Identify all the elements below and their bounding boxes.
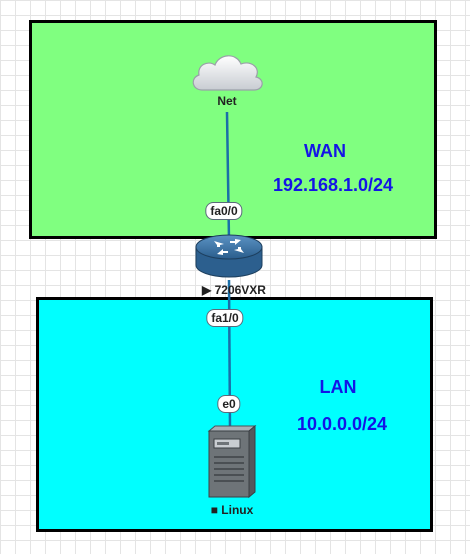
cloud-label: Net: [217, 94, 237, 108]
router-label: ▶ 7206VXR: [202, 283, 266, 297]
host-label: ■ Linux: [210, 503, 254, 517]
router-icon[interactable]: [194, 233, 264, 286]
iface-e0[interactable]: e0: [217, 395, 241, 413]
wan-zone-subnet: 192.168.1.0/24: [272, 175, 394, 195]
lan-zone-subnet: 10.0.0.0/24: [296, 414, 388, 434]
lan-zone-title: LAN: [319, 377, 357, 397]
link-net-router[interactable]: [225, 111, 231, 241]
iface-fa0-0[interactable]: fa0/0: [205, 202, 243, 220]
cloud-icon[interactable]: [188, 50, 266, 99]
wan-zone-title: WAN: [304, 141, 346, 161]
server-icon[interactable]: [205, 424, 257, 504]
iface-fa1-0[interactable]: fa1/0: [206, 309, 244, 327]
